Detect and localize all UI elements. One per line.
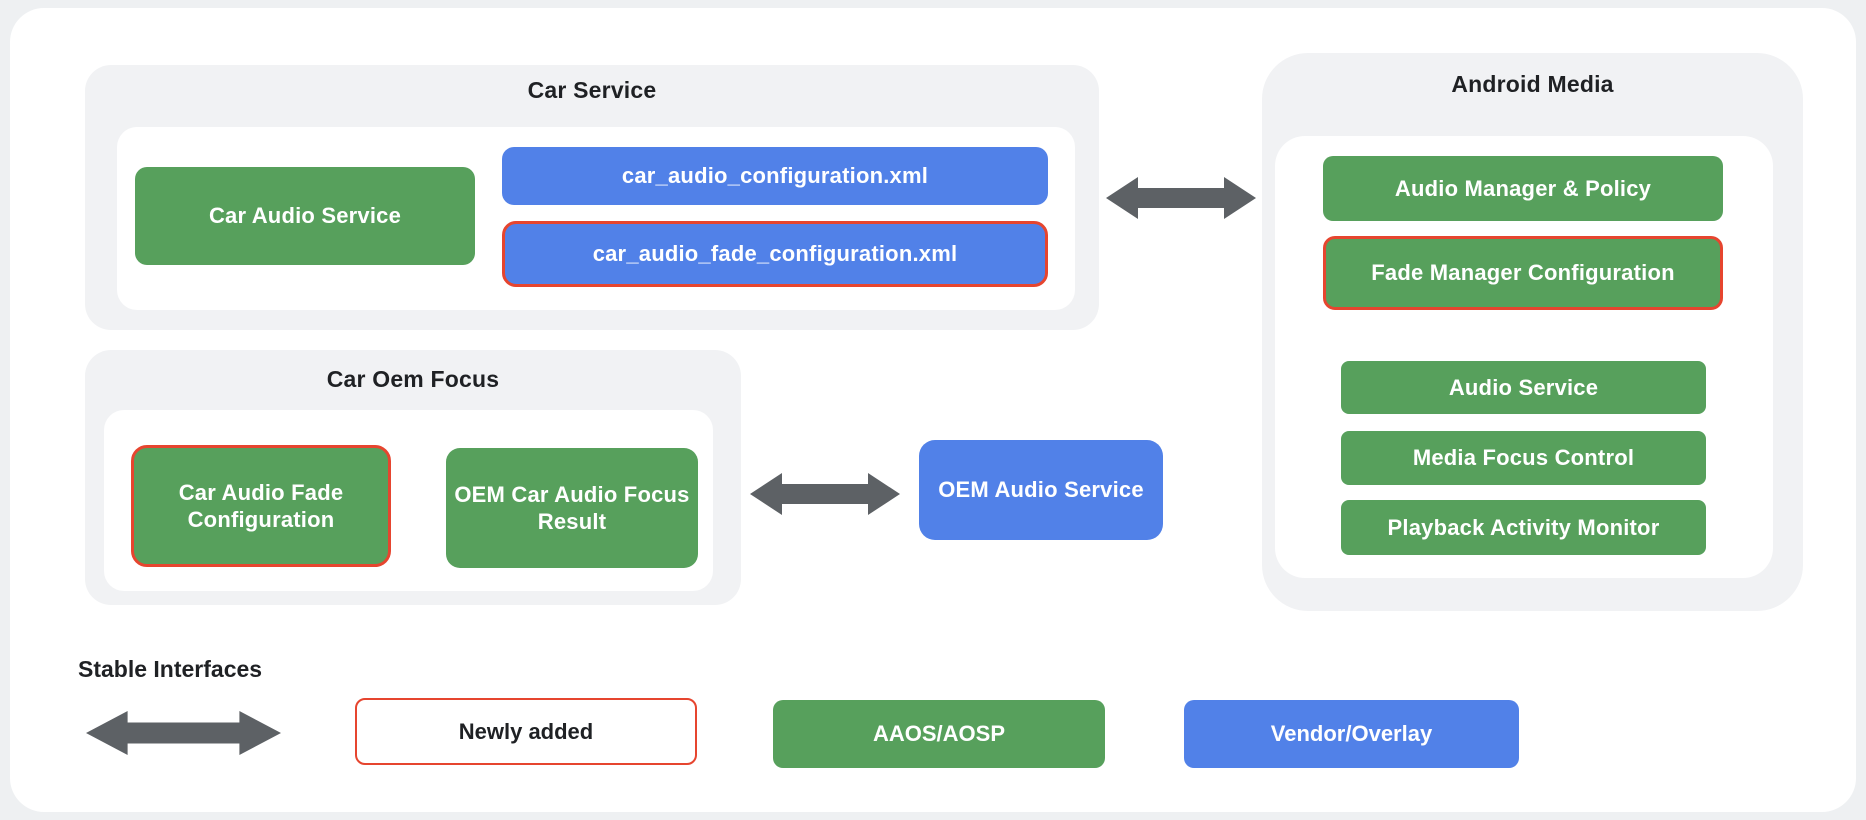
- android-media-inner: Audio Manager & Policy Fade Manager Conf…: [1275, 136, 1773, 578]
- car-service-panel: Car Service Car Audio Service car_audio_…: [85, 65, 1099, 330]
- double-arrow-icon: [1106, 176, 1256, 220]
- car-oem-focus-title: Car Oem Focus: [326, 366, 500, 392]
- media-focus-control-box: Media Focus Control: [1341, 431, 1706, 485]
- car-oem-focus-panel: Car Oem Focus Car Audio Fade Configurati…: [85, 350, 741, 605]
- stable-interfaces-label: Stable Interfaces: [78, 656, 263, 682]
- vendor-overlay-legend-box: Vendor/Overlay: [1184, 700, 1519, 768]
- diagram-card: Car Service Car Audio Service car_audio_…: [10, 8, 1856, 812]
- android-media-panel: Android Media Audio Manager & Policy Fad…: [1262, 53, 1803, 611]
- newly-added-legend-box: Newly added: [355, 698, 697, 765]
- android-media-title: Android Media: [1451, 71, 1614, 97]
- car-service-inner: Car Audio Service car_audio_configuratio…: [117, 127, 1075, 310]
- audio-service-box: Audio Service: [1341, 361, 1706, 414]
- playback-activity-monitor-box: Playback Activity Monitor: [1341, 500, 1706, 555]
- double-arrow-icon: [750, 472, 900, 516]
- oem-car-audio-focus-result-box: OEM Car Audio Focus Result: [446, 448, 698, 568]
- fade-manager-configuration-box: Fade Manager Configuration: [1323, 236, 1723, 310]
- car-oem-focus-inner: Car Audio Fade Configuration OEM Car Aud…: [104, 410, 713, 591]
- car-service-title: Car Service: [527, 77, 657, 103]
- stable-interface-arrow-icon: [86, 710, 281, 756]
- car-audio-fade-configuration-xml-box: car_audio_fade_configuration.xml: [502, 221, 1048, 287]
- car-audio-fade-configuration-box: Car Audio Fade Configuration: [131, 445, 391, 567]
- oem-audio-service-box: OEM Audio Service: [919, 440, 1163, 540]
- aaos-aosp-legend-box: AAOS/AOSP: [773, 700, 1105, 768]
- car-audio-service-box: Car Audio Service: [135, 167, 475, 265]
- audio-manager-policy-box: Audio Manager & Policy: [1323, 156, 1723, 221]
- car-audio-configuration-xml-box: car_audio_configuration.xml: [502, 147, 1048, 205]
